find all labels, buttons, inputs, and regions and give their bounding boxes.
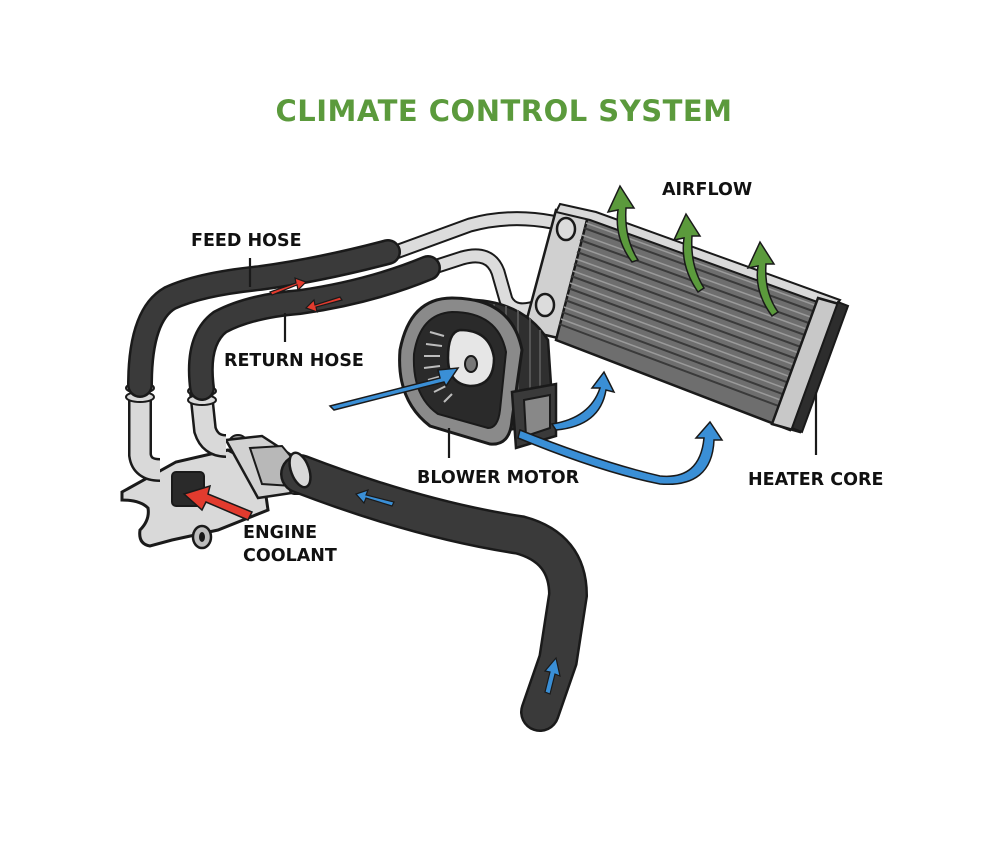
blower-intake-arrow (328, 367, 460, 411)
return-hose (187, 255, 441, 401)
feed-hose-label: FEED HOSE (191, 231, 302, 251)
hose-flow-arrow-lower (543, 656, 561, 695)
heater-core-label: HEATER CORE (748, 470, 884, 490)
feed-pipe (377, 211, 580, 264)
engine-coolant-label-line2: COOLANT (243, 546, 337, 566)
engine-coolant-label-line1: ENGINE (243, 523, 318, 543)
return-hose-label: RETURN HOSE (224, 351, 364, 371)
engine-coolant-arrow (182, 484, 254, 521)
feed-flow-arrow (269, 277, 308, 296)
airflow-arrow-1 (606, 184, 640, 263)
airflow-arrow-2 (672, 212, 706, 294)
diagram-title: CLIMATE CONTROL SYSTEM (275, 94, 733, 128)
feed-hose (127, 239, 401, 398)
airflow-label: AIRFLOW (662, 180, 753, 200)
blower-motor-label: BLOWER MOTOR (417, 468, 580, 488)
airflow-arrow-3 (746, 240, 780, 318)
blower-motor (398, 296, 558, 450)
return-pipe (417, 248, 548, 318)
blower-output-arrow-2 (517, 420, 724, 486)
leader-lines (248, 258, 818, 458)
return-flow-arrow (304, 296, 343, 313)
hose-flow-arrow-upper (354, 489, 395, 507)
blower-output-arrow-1 (550, 370, 616, 431)
